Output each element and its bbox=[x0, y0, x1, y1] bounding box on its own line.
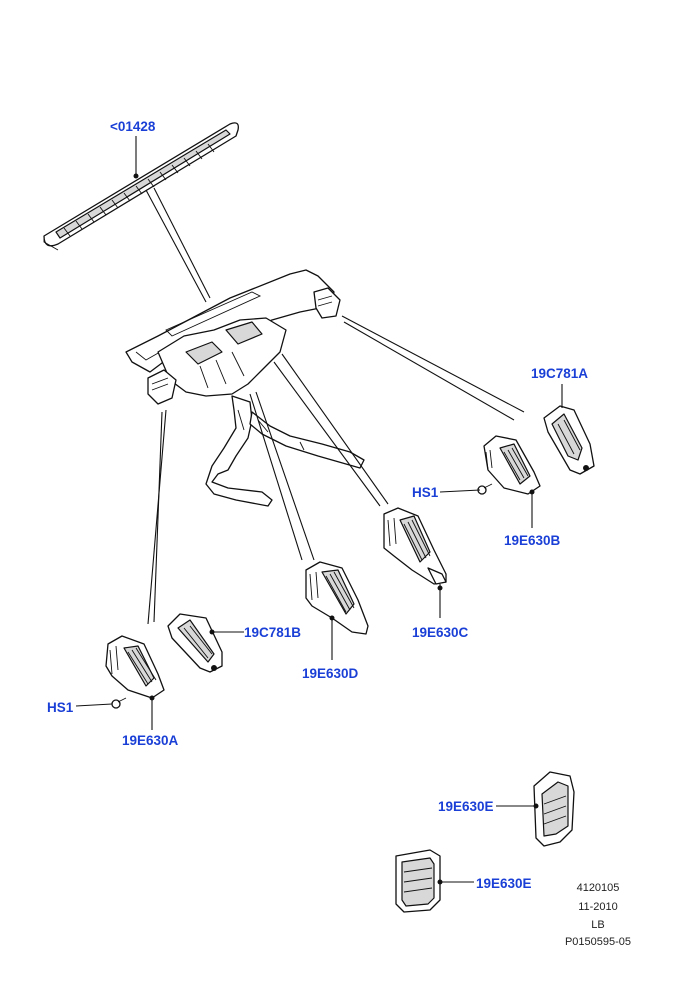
callout-hs1-left: HS1 bbox=[47, 700, 74, 715]
diagram-reference: P0150595-05 bbox=[565, 936, 631, 948]
air-vent-19E630D bbox=[305, 561, 369, 635]
vent-grille-19C781B bbox=[167, 613, 223, 673]
air-vent-19E630C bbox=[383, 507, 447, 585]
air-vent-19E630B bbox=[483, 435, 541, 495]
callout-19E630D: 19E630D bbox=[302, 666, 359, 681]
air-distribution-duct-assembly bbox=[125, 269, 365, 507]
callout-19E630B: 19E630B bbox=[504, 533, 561, 548]
diagram-date: 11-2010 bbox=[578, 901, 618, 913]
callout-19E630C: 19E630C bbox=[412, 625, 469, 640]
air-vent-19E630A bbox=[105, 635, 165, 699]
screw-hs1-left bbox=[111, 697, 127, 709]
callout-19E630A: 19E630A bbox=[122, 733, 179, 748]
callout-hs1-right: HS1 bbox=[412, 485, 439, 500]
callout-19C781B: 19C781B bbox=[244, 625, 301, 640]
diagram-code: 4120105 bbox=[577, 882, 620, 894]
air-vent-19E630E-upper bbox=[533, 771, 575, 847]
screw-hs1-right bbox=[477, 483, 493, 495]
callout-01428: <01428 bbox=[110, 119, 156, 134]
vent-grille-19C781A bbox=[543, 405, 595, 475]
diagram-side: LB bbox=[591, 919, 604, 931]
callout-19E630E-upper: 19E630E bbox=[438, 799, 494, 814]
leader-lines bbox=[75, 136, 563, 885]
air-vent-19E630E-lower bbox=[395, 849, 441, 913]
demister-vent-strip bbox=[43, 122, 239, 251]
callout-19E630E-lower: 19E630E bbox=[476, 876, 532, 891]
callout-19C781A: 19C781A bbox=[531, 366, 588, 381]
